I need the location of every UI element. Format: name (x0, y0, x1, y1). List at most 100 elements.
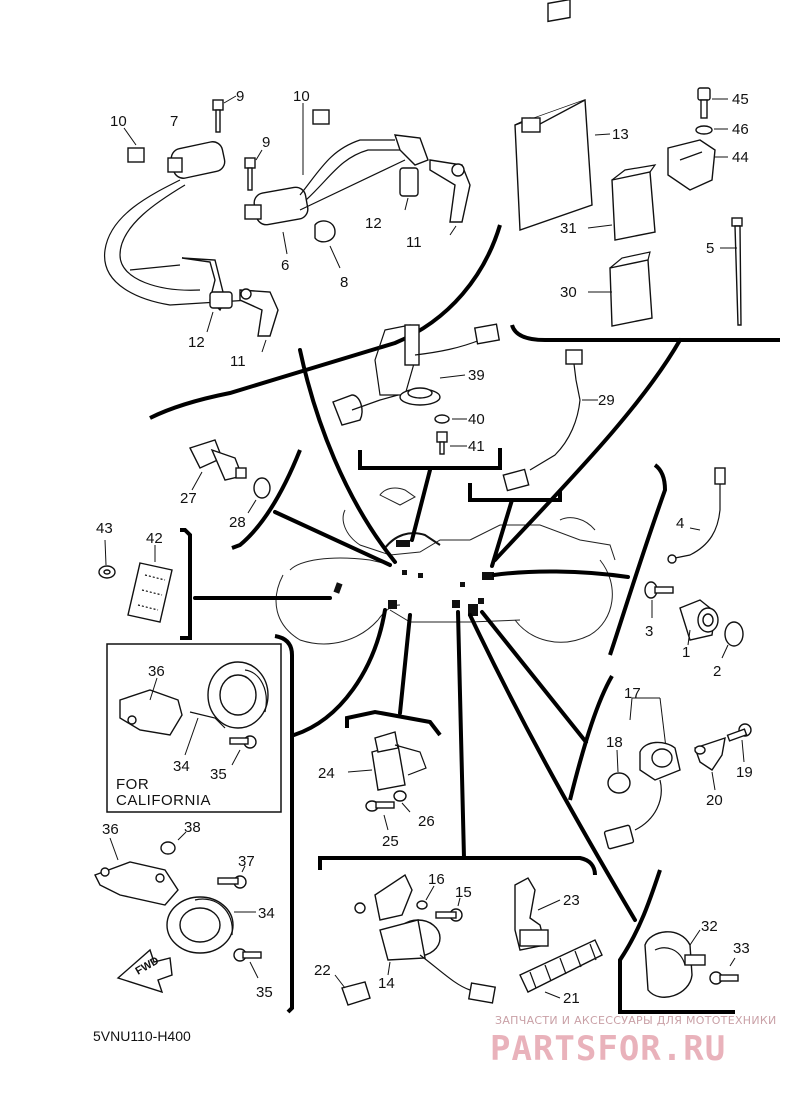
washer-26 (393, 790, 411, 813)
callout-26: 26 (418, 813, 435, 830)
module-31 (587, 164, 657, 241)
starter-14 (354, 873, 497, 1004)
callout-12-center: 12 (365, 215, 382, 232)
callout-34-california: 34 (173, 758, 190, 775)
callout-36-california: 36 (148, 663, 165, 680)
callout-10-left: 10 (110, 113, 127, 130)
bracket-36-california (119, 677, 183, 736)
bolt-19 (726, 723, 752, 763)
sensor-27 (189, 439, 247, 491)
callout-11-center: 11 (406, 234, 422, 251)
reflector-42 (127, 545, 173, 623)
nut-38 (160, 831, 187, 855)
screw-3 (644, 581, 674, 618)
frame-sensor-39 (358, 448, 502, 470)
fwd-arrow: FWD (116, 948, 173, 994)
callout-2: 2 (713, 663, 721, 680)
spark-plug-cap-12-left (181, 257, 233, 333)
bracket-44 (667, 139, 728, 191)
washer-40 (434, 414, 467, 424)
washer-46 (695, 125, 728, 135)
california-note-line1: FOR (116, 776, 149, 793)
motorcycle-outline (275, 487, 616, 645)
callout-7: 7 (170, 113, 178, 130)
washer-16 (416, 885, 435, 910)
diagram-code: 5VNU110-H400 (93, 1028, 191, 1044)
callout-13: 13 (612, 126, 629, 143)
screw-15 (435, 897, 463, 922)
callout-36: 36 (102, 821, 119, 838)
frame-reflector (180, 528, 192, 640)
bracket-20 (694, 736, 726, 791)
nut-43 (98, 539, 116, 579)
callout-37: 37 (238, 853, 255, 870)
callout-14: 14 (378, 975, 395, 992)
bolt-33 (709, 957, 739, 985)
bolt-35 (233, 948, 262, 979)
callout-29: 29 (598, 392, 615, 409)
callout-35-california: 35 (210, 766, 227, 783)
frame-sensor-27 (231, 449, 302, 550)
california-note-line2: CALIFORNIA (116, 792, 211, 809)
callout-8: 8 (340, 274, 348, 291)
location-markers (333, 532, 494, 616)
callout-11-left: 11 (230, 353, 246, 370)
callout-40: 40 (468, 411, 485, 428)
relay-24 (347, 731, 427, 791)
callout-9-center: 9 (262, 134, 270, 151)
o-ring-2 (721, 621, 744, 659)
callout-19: 19 (736, 764, 753, 781)
cable-tie-5 (720, 217, 743, 326)
bolt-45 (697, 87, 728, 119)
callout-24: 24 (318, 765, 335, 782)
bolt-9-center (244, 149, 263, 191)
callout-1: 1 (682, 644, 690, 661)
callout-4: 4 (676, 515, 684, 532)
callout-5: 5 (706, 240, 714, 257)
sensor-17 (603, 697, 681, 850)
group-frames (106, 224, 780, 1014)
sensor-39 (332, 323, 501, 426)
callout-35: 35 (256, 984, 273, 1001)
clip-10-center (302, 103, 330, 175)
watermark-tagline: ЗАПЧАСТИ И АКСЕССУАРЫ ДЛЯ МОТОТЕХНИКИ (495, 1014, 777, 1027)
ecu-13 (514, 0, 611, 231)
watermark-logo: PARTSFOR.RU (490, 1029, 726, 1069)
horn-32 (644, 929, 706, 998)
callout-30: 30 (560, 284, 577, 301)
callout-46: 46 (732, 121, 749, 138)
key-switch-1 (679, 599, 719, 646)
callout-21: 21 (563, 990, 580, 1007)
callout-31: 31 (560, 220, 577, 237)
callout-18: 18 (606, 734, 623, 751)
clamp-8 (314, 220, 341, 269)
o-ring-18 (607, 749, 631, 794)
spark-plug-cap-11-center (429, 159, 471, 236)
callout-42: 42 (146, 530, 163, 547)
callout-10-center: 10 (293, 88, 310, 105)
callout-44: 44 (732, 149, 749, 166)
holder-23 (514, 877, 561, 951)
tube-21 (519, 939, 603, 999)
callout-3: 3 (645, 623, 653, 640)
ignition-coil-7 (104, 141, 251, 306)
bolt-25 (365, 800, 395, 831)
bracket-36 (94, 837, 179, 906)
callout-22: 22 (314, 962, 331, 979)
callout-25: 25 (382, 833, 399, 850)
callout-17: 17 (624, 685, 641, 702)
callout-28: 28 (229, 514, 246, 531)
frame-california (106, 643, 282, 813)
bolt-9-left (212, 95, 237, 133)
callout-20: 20 (706, 792, 723, 809)
clip-10-left (123, 127, 145, 163)
bolt-37 (217, 865, 247, 889)
callout-27: 27 (180, 490, 197, 507)
callout-9-left: 9 (236, 88, 244, 105)
callout-12-left: 12 (188, 334, 205, 351)
callout-39: 39 (468, 367, 485, 384)
frame-horn-32 (618, 869, 735, 1014)
watermark: ЗАПЧАСТИ И АКСЕССУАРЫ ДЛЯ МОТОТЕХНИКИ PA… (490, 1014, 777, 1069)
relay-30 (588, 251, 653, 327)
